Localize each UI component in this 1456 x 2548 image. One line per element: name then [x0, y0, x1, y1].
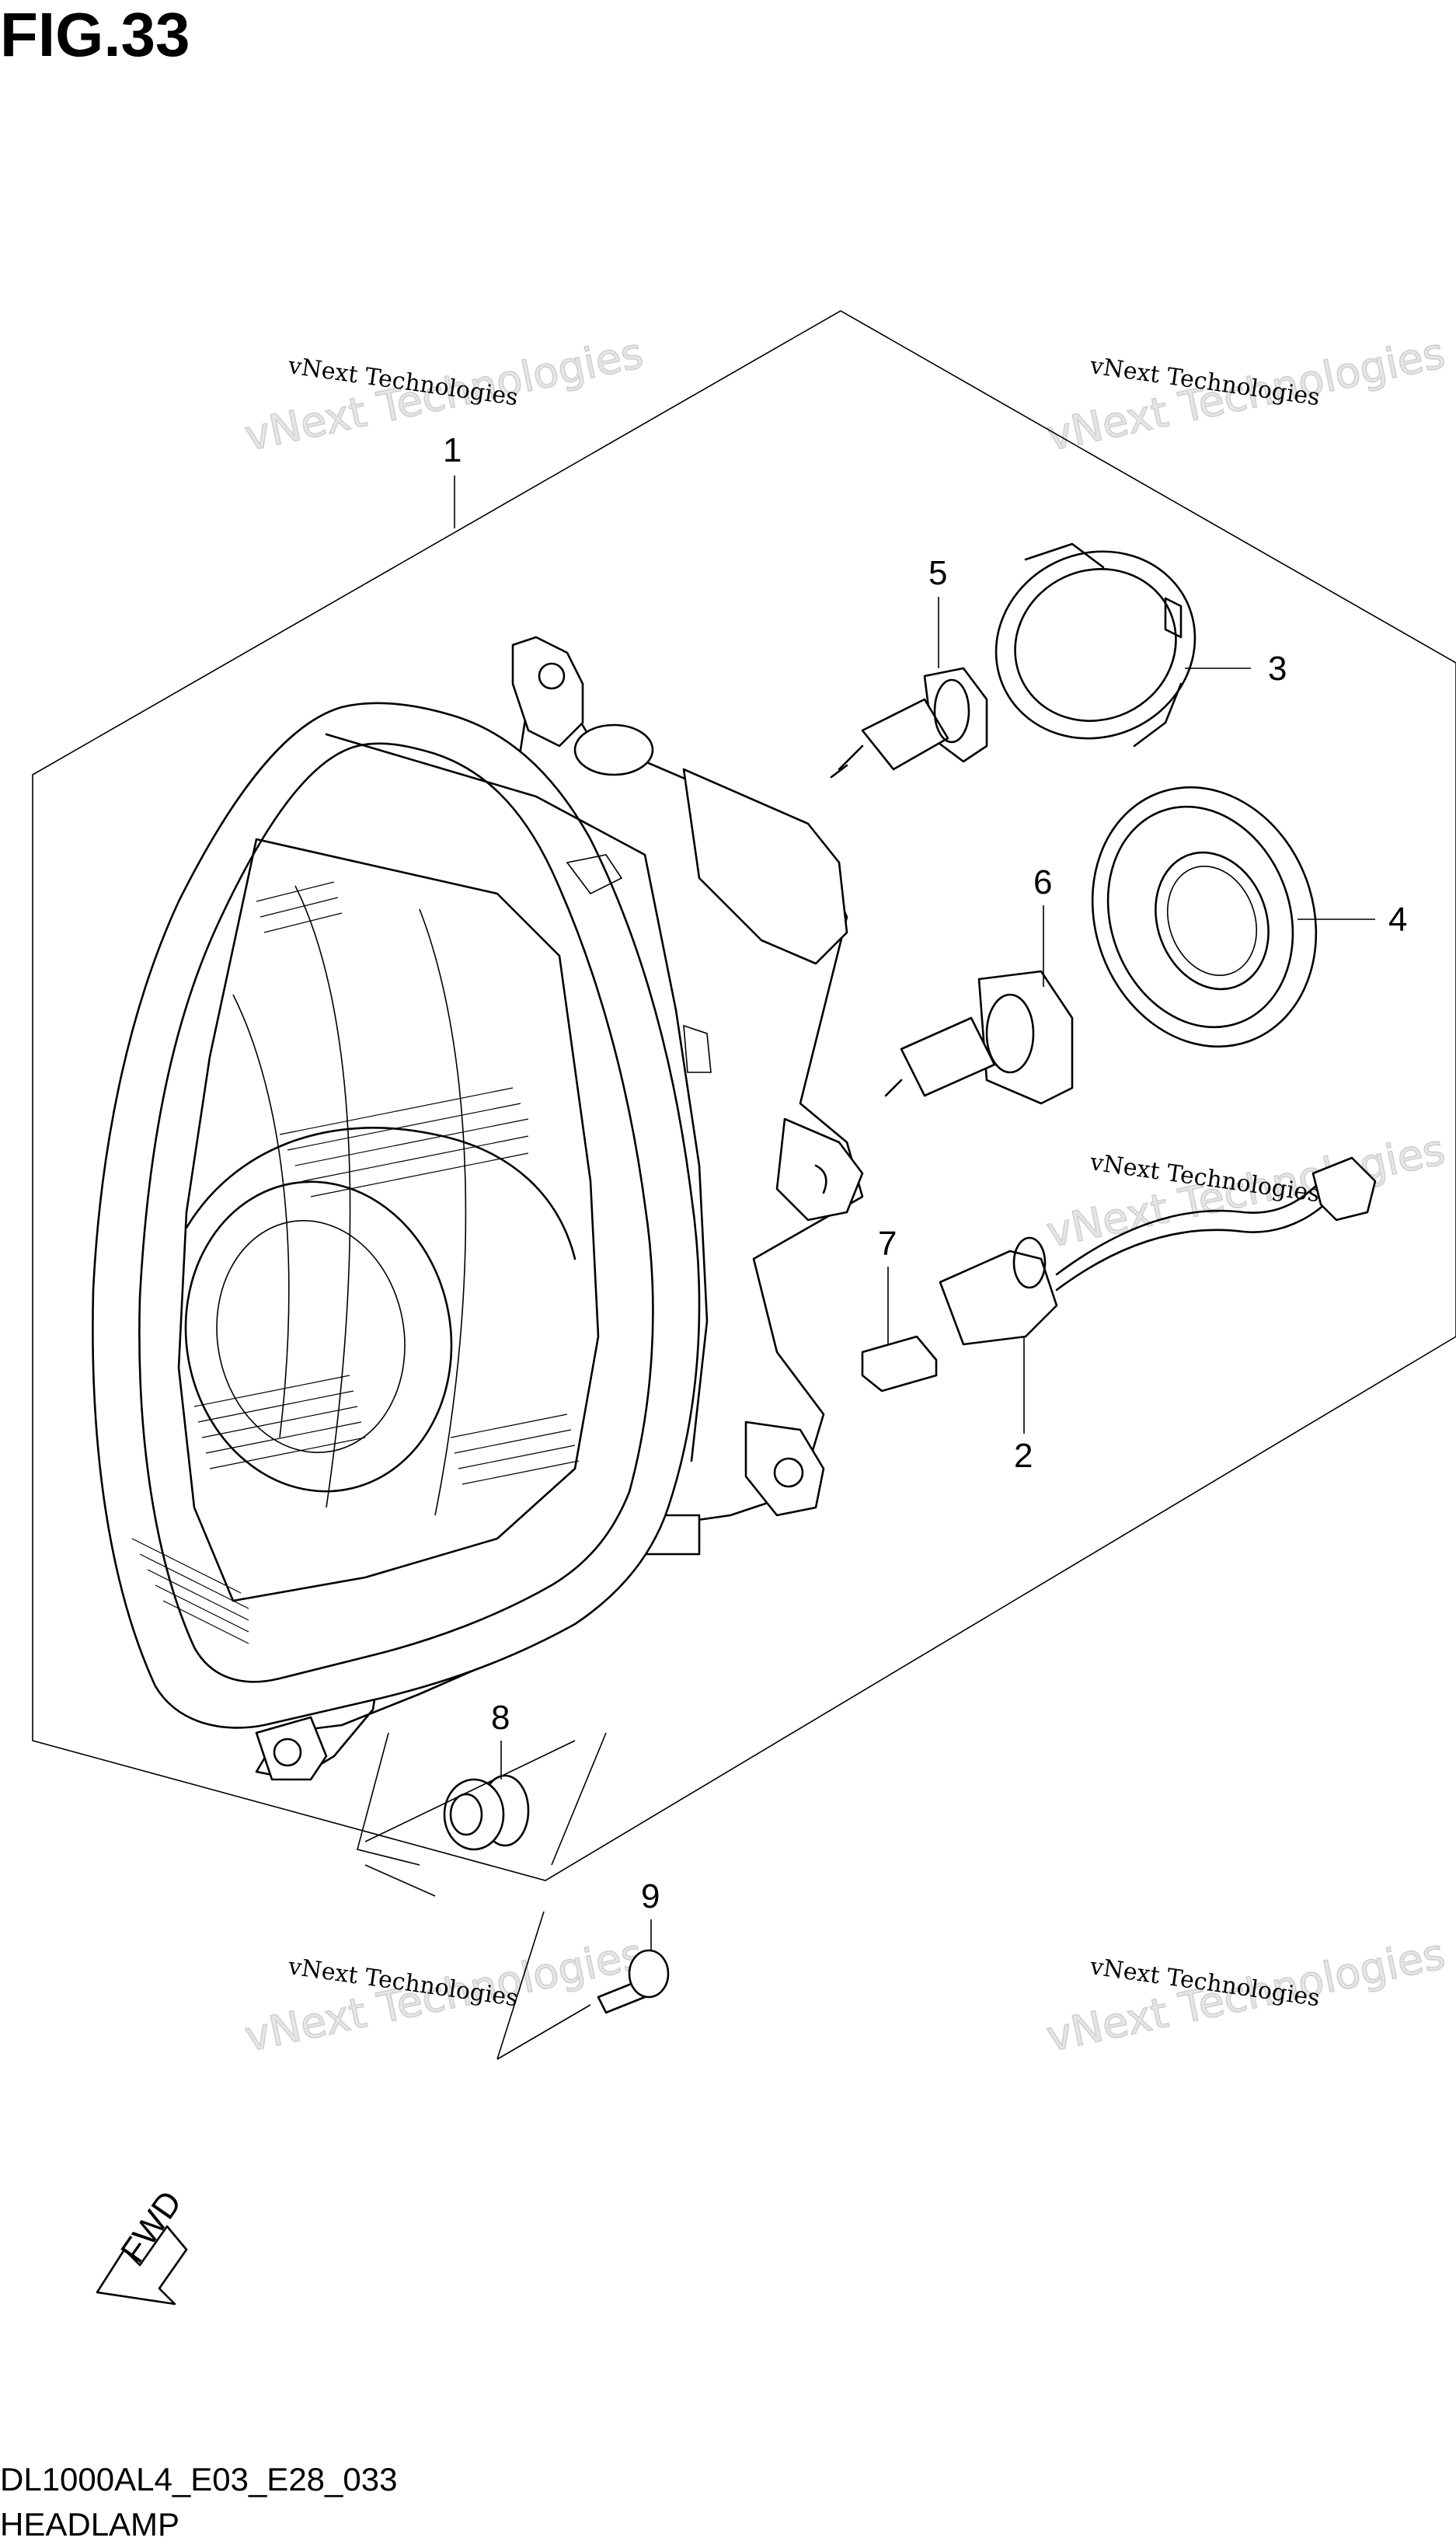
part-4-rubber-cover	[1091, 786, 1318, 1048]
watermark-middle-right: vNext Technologies vNext Technologies	[1042, 1124, 1450, 1258]
callout-8: 8	[491, 1699, 510, 1737]
part-3-socket-ring	[994, 542, 1196, 748]
callout-5: 5	[928, 554, 947, 592]
callout-4: 4	[1388, 901, 1407, 939]
callout-7: 7	[878, 1225, 897, 1263]
part-5-bulb	[830, 667, 988, 779]
part-6-bulb	[884, 970, 1074, 1105]
part-2-socket-wire	[939, 1156, 1377, 1346]
diagram-code: DL1000AL4_E03_E28_033	[0, 2461, 397, 2497]
watermark-bottom-right: vNext Technologies vNext Technologies	[1042, 1929, 1450, 2062]
headlamp-housing	[92, 636, 864, 1781]
callout-1: 1	[443, 431, 462, 469]
callout-9: 9	[641, 1877, 660, 1915]
callout-6: 6	[1033, 863, 1052, 901]
callout-3: 3	[1268, 650, 1287, 688]
callout-numbers: 1 2 3 4 5 6 7 8 9	[443, 431, 1407, 1915]
diagram-title: HEADLAMP	[0, 2506, 179, 2543]
leader-lines	[454, 476, 1375, 1950]
assembly-outline	[32, 310, 1456, 1881]
callout-2: 2	[1014, 1437, 1033, 1475]
part-7-wedge-bulb	[861, 1335, 938, 1393]
watermark-top-right: vNext Technologies vNext Technologies	[1042, 328, 1450, 462]
fwd-direction-arrow: FWD	[96, 2184, 190, 2306]
figure-label: FIG.33	[0, 0, 190, 69]
watermark-bottom-left: vNext Technologies vNext Technologies	[240, 1929, 648, 2062]
part-9-screw	[496, 1911, 670, 2060]
part-8-grommet	[357, 1732, 607, 1897]
